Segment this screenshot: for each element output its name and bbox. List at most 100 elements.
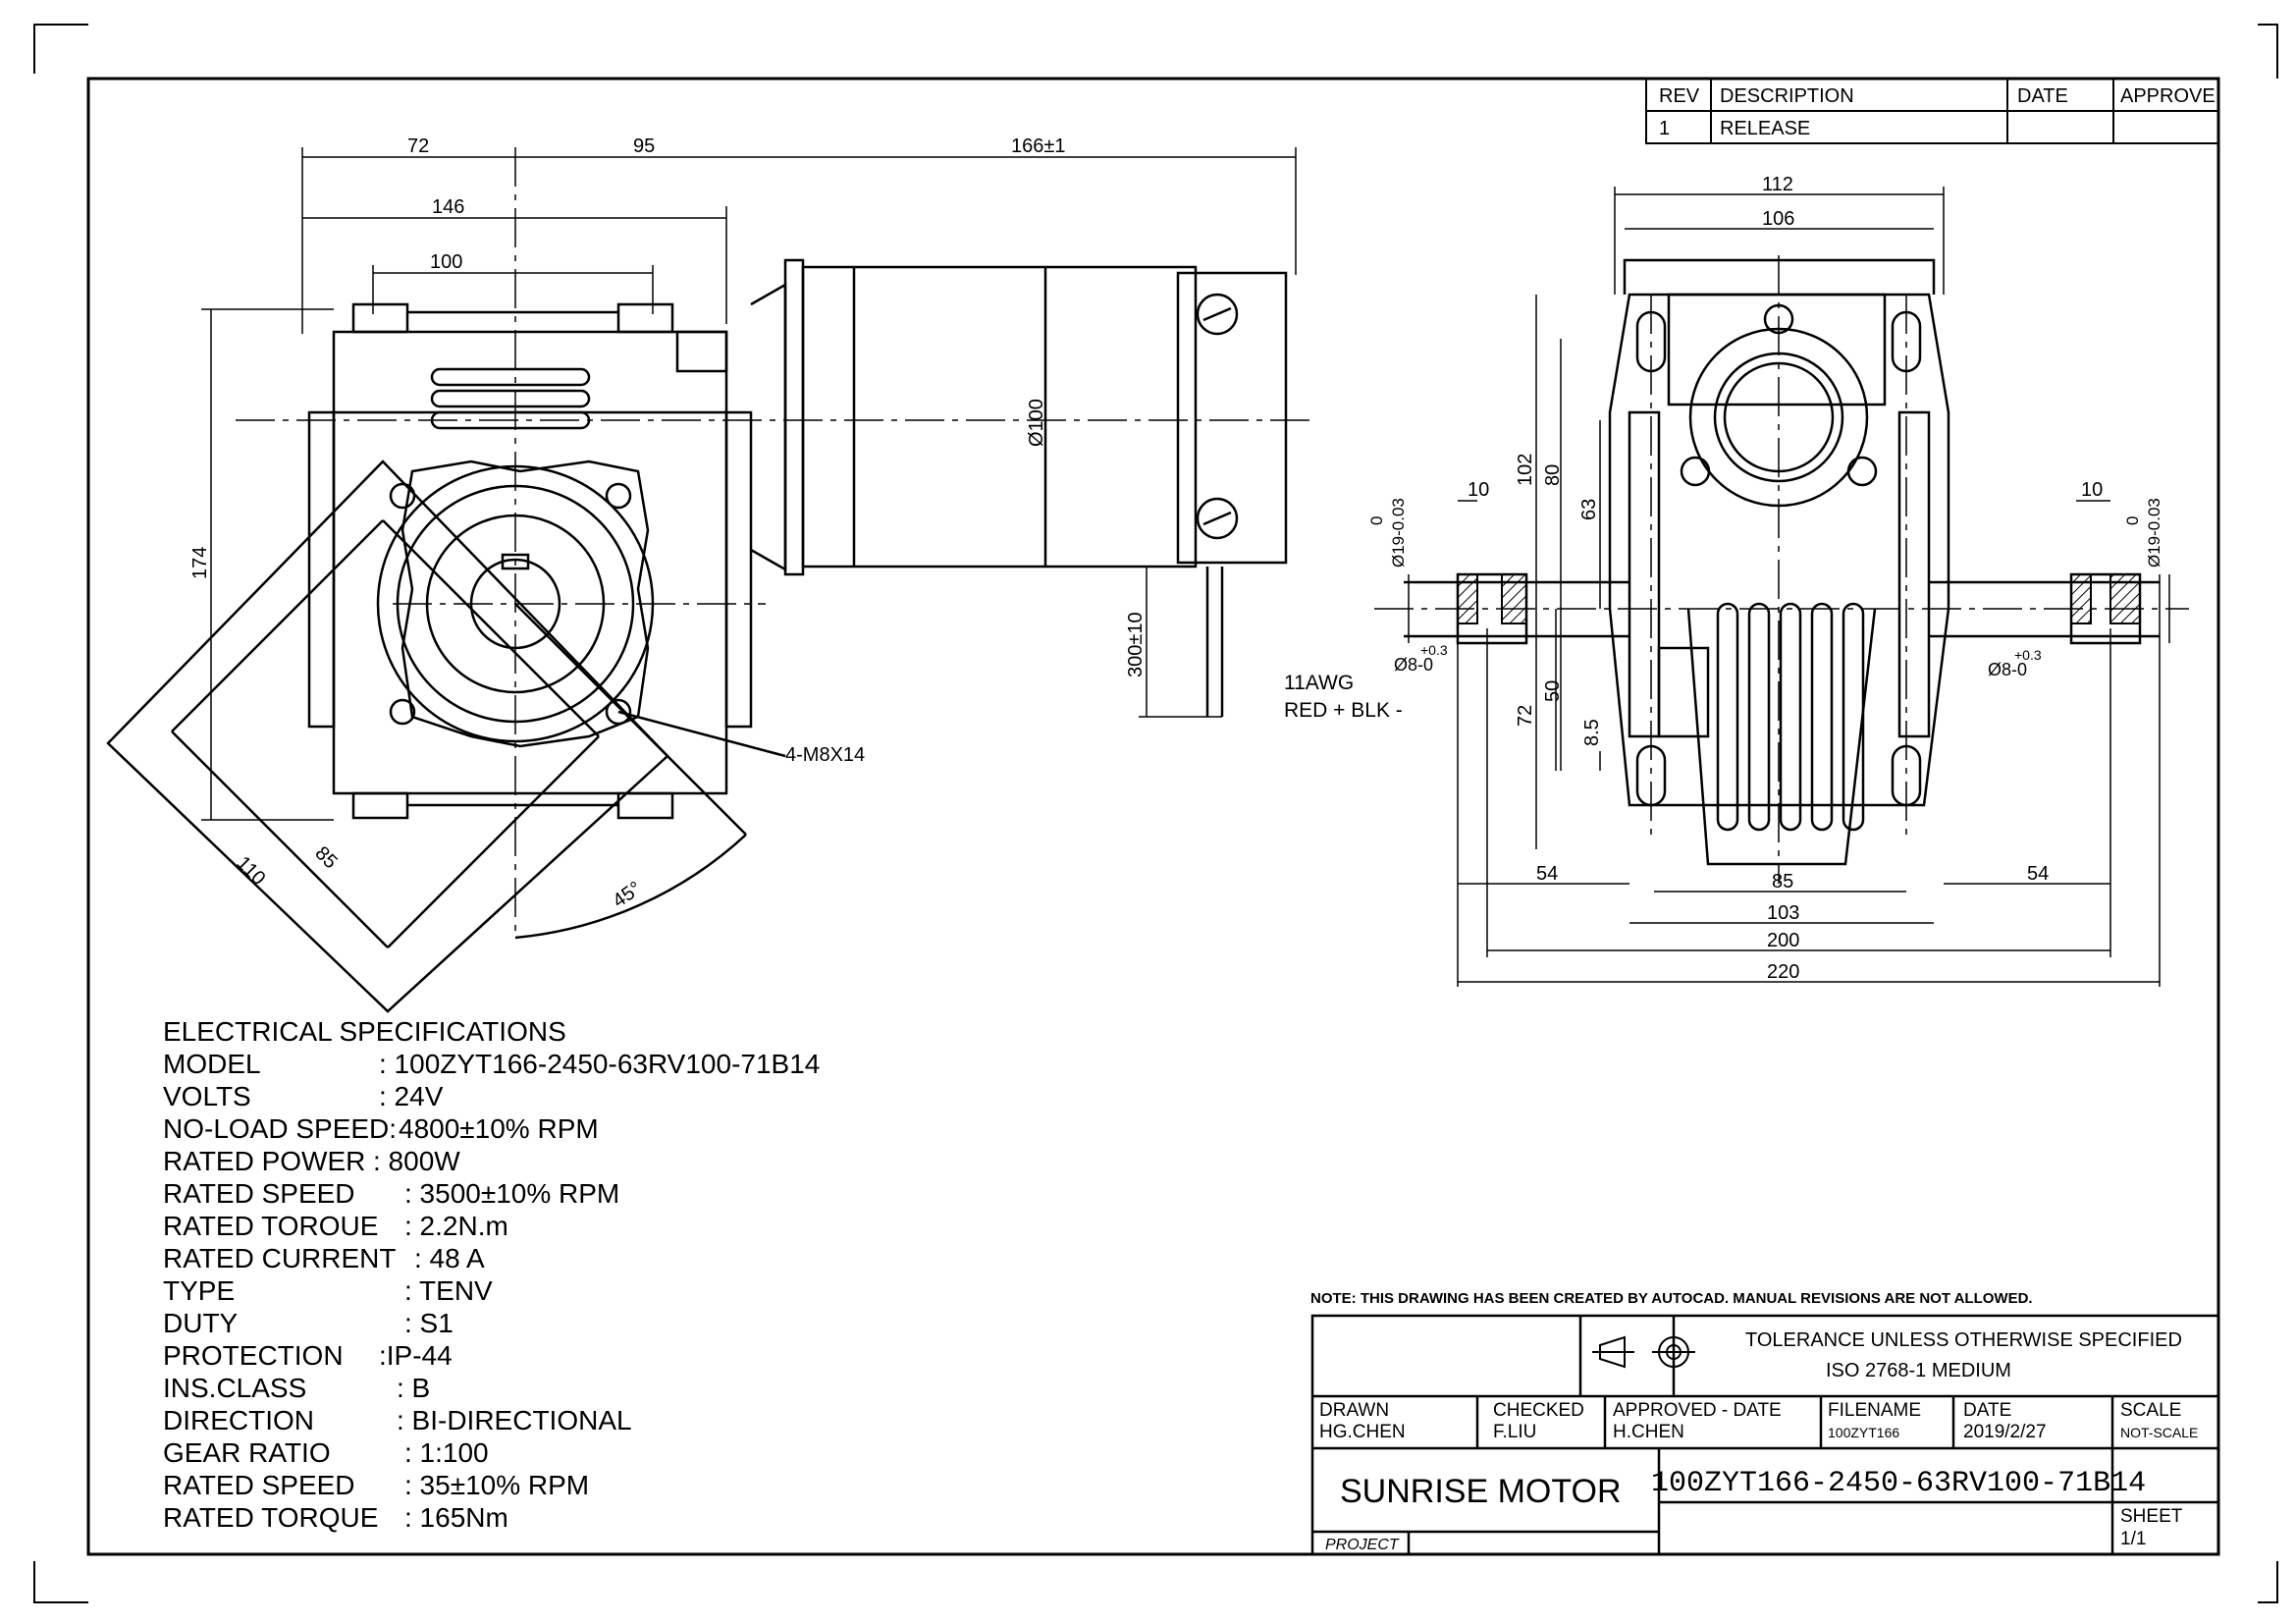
spec-value: : 100ZYT166-2450-63RV100-71B14	[379, 1049, 821, 1079]
tol-19-left: Ø19-0.03	[1389, 498, 1408, 568]
spec-row: PROTECTION :IP-44	[163, 1339, 566, 1372]
spec-row: MODEL : 100ZYT166-2450-63RV100-71B14	[163, 1048, 820, 1080]
checked-label: CHECKED	[1493, 1400, 1584, 1421]
spec-row: VOLTS : 24V	[163, 1080, 566, 1112]
spec-row: DIRECTION : BI-DIRECTIONAL	[163, 1404, 632, 1436]
spec-value: : 2.2N.m	[404, 1211, 508, 1241]
tol-19-right: Ø19-0.03	[2145, 498, 2163, 568]
spec-row: RATED SPEED : 35±10% RPM	[163, 1469, 589, 1501]
dim-54-right: 54	[2027, 863, 2049, 885]
spec-key: PROTECTION	[163, 1340, 344, 1371]
spec-row: DUTY : S1	[163, 1307, 566, 1339]
dim-300: 300±10	[1125, 612, 1147, 677]
spec-key: RATED CURRENT	[163, 1243, 397, 1273]
dim-174: 174	[189, 547, 211, 579]
spec-key: NO-LOAD SPEED:	[163, 1113, 398, 1144]
filename-label: FILENAME	[1828, 1400, 1921, 1421]
spec-key: RATED POWER	[163, 1146, 366, 1176]
dim-85-right: 85	[1772, 871, 1793, 893]
part-number: 100ZYT166-2450-63RV100-71B14	[1651, 1467, 2146, 1500]
tol-zero-right: 0	[2123, 516, 2142, 525]
spec-key: INS.CLASS	[163, 1373, 307, 1403]
spec-row: NO-LOAD SPEED:4800±10% RPM	[163, 1112, 599, 1145]
spec-row: GEAR RATIO: 1:100	[163, 1436, 566, 1469]
spec-value: : 3500±10% RPM	[404, 1178, 620, 1209]
spec-key: TYPE	[163, 1275, 236, 1306]
tol-plus-left: +0.3	[1420, 642, 1448, 658]
gearbox-front-view	[307, 302, 753, 820]
spec-key: MODEL	[163, 1049, 261, 1079]
centre-lines-right	[1374, 255, 2189, 884]
wire-color-label: RED + BLK -	[1284, 699, 1403, 722]
spec-value: : 35±10% RPM	[404, 1470, 590, 1500]
sheet-label: SHEET	[2120, 1506, 2183, 1527]
spec-key: RATED TOROUE	[163, 1211, 379, 1241]
title-block-grid	[1310, 1314, 2220, 1556]
project-label: PROJECT	[1325, 1537, 1400, 1553]
drawn-label: DRAWN	[1319, 1400, 1389, 1421]
rev-header-description: DESCRIPTION	[1720, 85, 1854, 107]
spec-value: : 24V	[379, 1081, 444, 1111]
spec-value: 4800±10% RPM	[399, 1113, 599, 1144]
spec-key: RATED SPEED	[163, 1470, 355, 1500]
dim-72-left: 72	[407, 135, 429, 157]
spec-row: RATED SPEED : 3500±10% RPM	[163, 1177, 619, 1210]
tolerance-line-1: TOLERANCE UNLESS OTHERWISE SPECIFIED	[1745, 1329, 2182, 1351]
filename-value: 100ZYT166	[1828, 1425, 1899, 1440]
dim-95: 95	[633, 135, 655, 157]
spec-value: : 165Nm	[404, 1502, 508, 1533]
spec-row: RATED CURRENT : 48 A	[163, 1242, 566, 1274]
electrical-specifications: ELECTRICAL SPECIFICATIONS MODEL: 100ZYT1…	[163, 1015, 820, 1534]
rev-row-number: 1	[1659, 118, 1670, 139]
spec-row: INS.CLASS : B	[163, 1372, 566, 1404]
dim-10-right: 10	[2081, 479, 2103, 501]
date-value: 2019/2/27	[1963, 1422, 2047, 1442]
spec-value: : 48 A	[414, 1243, 485, 1273]
dim-63: 63	[1578, 499, 1600, 520]
dim-106: 106	[1762, 208, 1794, 230]
dim-146: 146	[432, 196, 464, 218]
dim-100: 100	[430, 251, 462, 273]
drawn-value: HG.CHEN	[1319, 1422, 1406, 1442]
autocad-note: NOTE: THIS DRAWING HAS BEEN CREATED BY A…	[1310, 1290, 2033, 1307]
dim-112: 112	[1762, 174, 1793, 195]
dimension-lines-right	[1408, 187, 2170, 987]
spec-key: DIRECTION	[163, 1405, 314, 1435]
corner-marks	[33, 24, 2278, 1603]
dim-85-left: 85	[310, 842, 341, 873]
spec-row: RATED TOROUE : 2.2N.m	[163, 1210, 566, 1242]
spec-value: : TENV	[404, 1275, 493, 1306]
spec-value: :IP-44	[379, 1340, 453, 1371]
dim-220: 220	[1767, 961, 1799, 983]
tol-8-right: Ø8-0	[1988, 660, 2027, 679]
spec-value: : 800W	[373, 1146, 460, 1176]
approved-label: APPROVED - DATE	[1613, 1400, 1782, 1421]
spec-value: : S1	[404, 1308, 454, 1338]
spec-value: : BI-DIRECTIONAL	[397, 1405, 632, 1435]
dim-10-left: 10	[1468, 479, 1489, 501]
dim-72-right: 72	[1515, 705, 1536, 727]
spec-key: VOLTS	[163, 1081, 251, 1111]
spec-value: : B	[397, 1373, 431, 1403]
spec-row: TYPE : TENV	[163, 1274, 566, 1307]
dimension-lines-left	[201, 147, 1297, 821]
spec-key: DUTY	[163, 1308, 239, 1338]
rev-header-date: DATE	[2017, 85, 2068, 107]
tolerance-line-2: ISO 2768-1 MEDIUM	[1826, 1360, 2011, 1381]
spec-row: RATED POWER: 800W	[163, 1145, 566, 1177]
tol-zero-left: 0	[1367, 516, 1386, 525]
mounting-square-outline	[106, 460, 786, 1013]
dim-diameter-100: Ø100	[1026, 399, 1047, 447]
wire-gauge-label: 11AWG	[1284, 672, 1354, 694]
scale-label: SCALE	[2120, 1400, 2181, 1421]
dim-50: 50	[1542, 680, 1564, 702]
checked-value: F.LIU	[1493, 1422, 1536, 1442]
dim-8-5: 8.5	[1581, 719, 1603, 746]
drawing-frame	[86, 77, 2220, 1556]
dim-80: 80	[1542, 464, 1564, 486]
spec-row: RATED TORQUE: 165Nm	[163, 1501, 566, 1534]
motor-body	[750, 258, 1288, 717]
centre-lines-left	[236, 147, 1315, 933]
spec-key: RATED SPEED	[163, 1178, 355, 1209]
